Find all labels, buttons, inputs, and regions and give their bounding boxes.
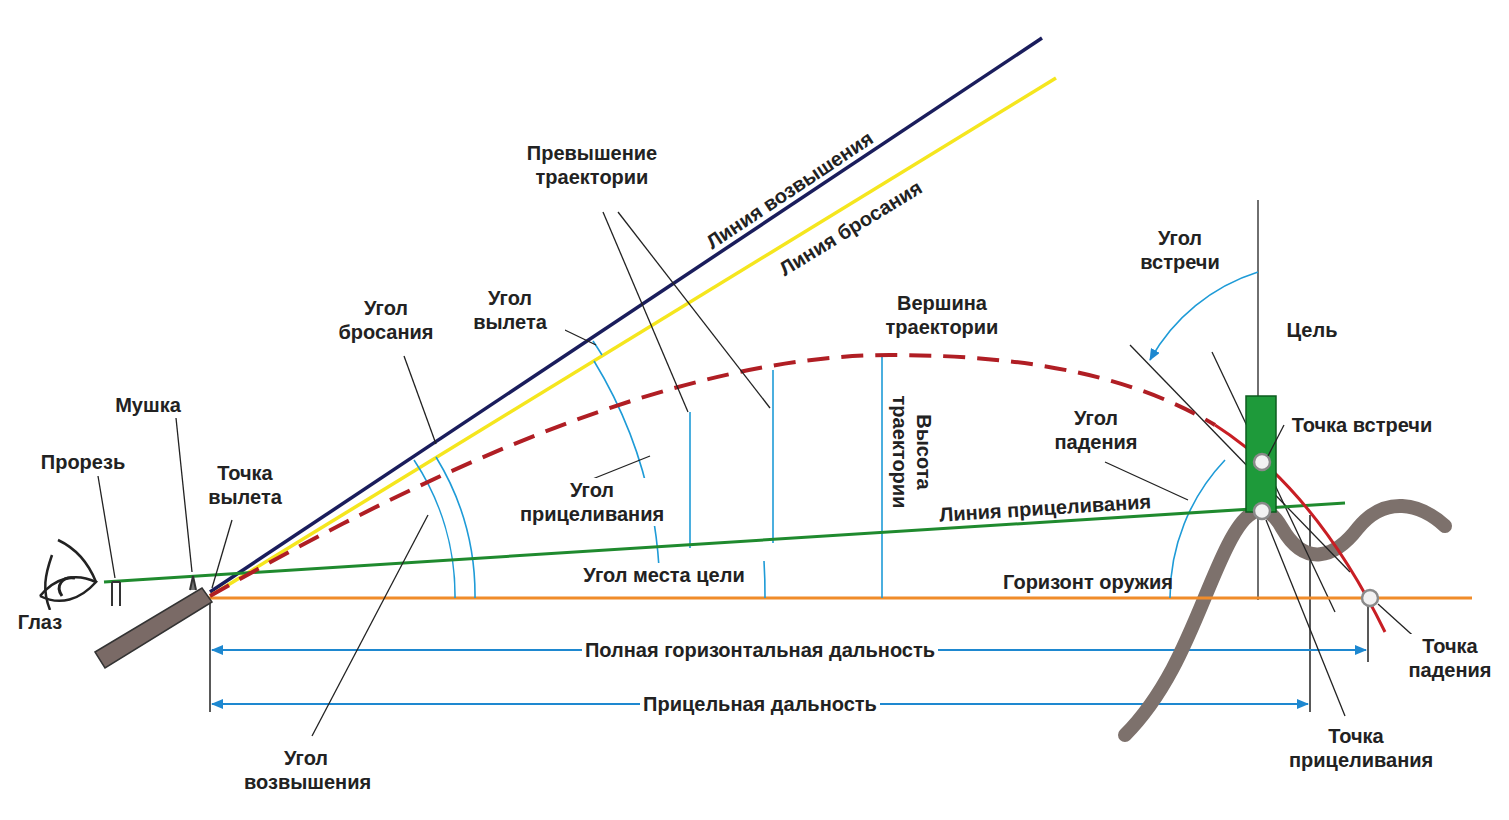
diagram-label: Точка прицеливания	[1286, 724, 1426, 772]
diagram-label: Прорезь	[38, 450, 128, 474]
diagram-label: Точка падения	[1395, 634, 1505, 682]
trajectory-dashed	[210, 355, 1215, 596]
diagram-label: Линия прицеливания	[935, 489, 1154, 527]
diagram-label: Угол бросания	[326, 296, 446, 344]
diagram-label: Прицельная дальность	[640, 692, 880, 716]
trajectory-solid	[1215, 425, 1385, 632]
diagram-label: Высота траектории	[888, 392, 936, 512]
diagram-label: Угол вылета	[455, 286, 565, 334]
eye-drawing	[40, 540, 96, 610]
rear-sight	[112, 582, 120, 606]
angle-arcs	[414, 272, 1258, 598]
throwing-line	[210, 78, 1056, 596]
tangent-line	[1212, 352, 1335, 612]
diagram-label: Превышение траектории	[512, 141, 672, 189]
diagram-label: Горизонт оружия	[1000, 570, 1176, 594]
diagram-label: Цель	[1284, 318, 1341, 342]
diagram-label: Угол возвышения	[241, 746, 371, 794]
target-rect	[1246, 396, 1276, 512]
weapon-horizon	[208, 597, 1472, 600]
tangent-line	[1130, 345, 1350, 572]
leader-lines	[98, 212, 1420, 736]
points	[1254, 454, 1378, 606]
diagram-label: Глаз	[15, 610, 65, 634]
diagram-label: Угол падения	[1041, 406, 1151, 454]
diagram-label: Угол прицеливания	[502, 478, 682, 526]
front-sight	[190, 576, 196, 590]
diagram-label: Угол места цели	[580, 563, 747, 587]
diagram-label: Точка вылета	[190, 461, 300, 509]
diagram-label: Угол встречи	[1125, 226, 1235, 274]
elevation-line	[210, 38, 1042, 592]
diagram-label: Вершина траектории	[872, 291, 1012, 339]
diagram-label: Полная горизонтальная дальность	[582, 638, 938, 662]
terrain	[1125, 506, 1445, 735]
diagram-label: Точка встречи	[1289, 413, 1435, 437]
diagram-label: Мушка	[112, 393, 184, 417]
